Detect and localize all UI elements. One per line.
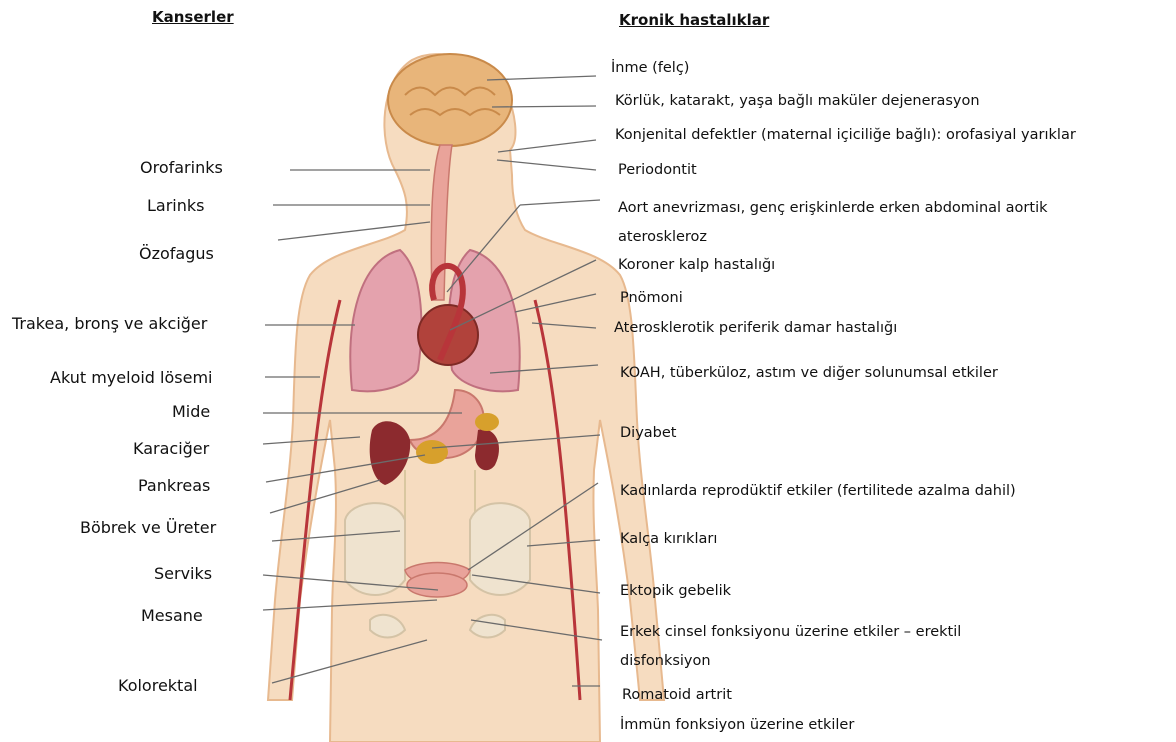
cancer-label: Pankreas <box>138 476 210 495</box>
chronic-label: Kalça kırıkları <box>620 530 717 548</box>
cancer-label: Mide <box>172 402 210 421</box>
chronic-label: Koroner kalp hastalığı <box>618 256 775 274</box>
chronic-label: Aterosklerotik periferik damar hastalığı <box>614 319 897 337</box>
chronic-label: Diyabet <box>620 424 676 442</box>
chronic-label: Körlük, katarakt, yaşa bağlı maküler dej… <box>615 92 980 110</box>
chronic-label: Kadınlarda reprodüktif etkiler (fertilit… <box>620 482 1016 500</box>
chronic-label: Konjenital defektler (maternal içiciliğe… <box>615 126 1076 144</box>
cancer-label: Larinks <box>147 196 204 215</box>
chronic-label: Erkek cinsel fonksiyonu üzerine etkiler … <box>620 623 961 641</box>
chronic-label: ateroskleroz <box>618 228 707 246</box>
cancer-label: Trakea, bronş ve akciğer <box>12 314 207 333</box>
cancer-label: Mesane <box>141 606 203 625</box>
chronic-label: Romatoid artrit <box>622 686 732 704</box>
cancer-label: Kolorektal <box>118 676 198 695</box>
pancreas-illustration <box>416 440 448 464</box>
brain-illustration <box>388 54 512 146</box>
cancer-label: Akut myeloid lösemi <box>50 368 212 387</box>
cancer-label: Özofagus <box>139 244 214 263</box>
chronic-label: Ektopik gebelik <box>620 582 731 600</box>
chronic-label: İnme (felç) <box>611 59 689 77</box>
chronic-label: Periodontit <box>618 161 697 179</box>
chronic-label: KOAH, tüberküloz, astım ve diğer solunum… <box>620 364 998 382</box>
chronic-label: İmmün fonksiyon üzerine etkiler <box>620 716 854 734</box>
bladder-illustration <box>407 573 467 597</box>
cancer-label: Karaciğer <box>133 439 209 458</box>
cancer-label: Böbrek ve Üreter <box>80 518 216 537</box>
cancer-label: Orofarinks <box>140 158 223 177</box>
chronic-label: disfonksiyon <box>620 652 711 670</box>
adrenal-illustration <box>475 413 499 431</box>
chronic-label: Pnömoni <box>620 289 683 307</box>
cancer-label: Serviks <box>154 564 212 583</box>
chronic-label: Aort anevrizması, genç erişkinlerde erke… <box>618 199 1048 217</box>
